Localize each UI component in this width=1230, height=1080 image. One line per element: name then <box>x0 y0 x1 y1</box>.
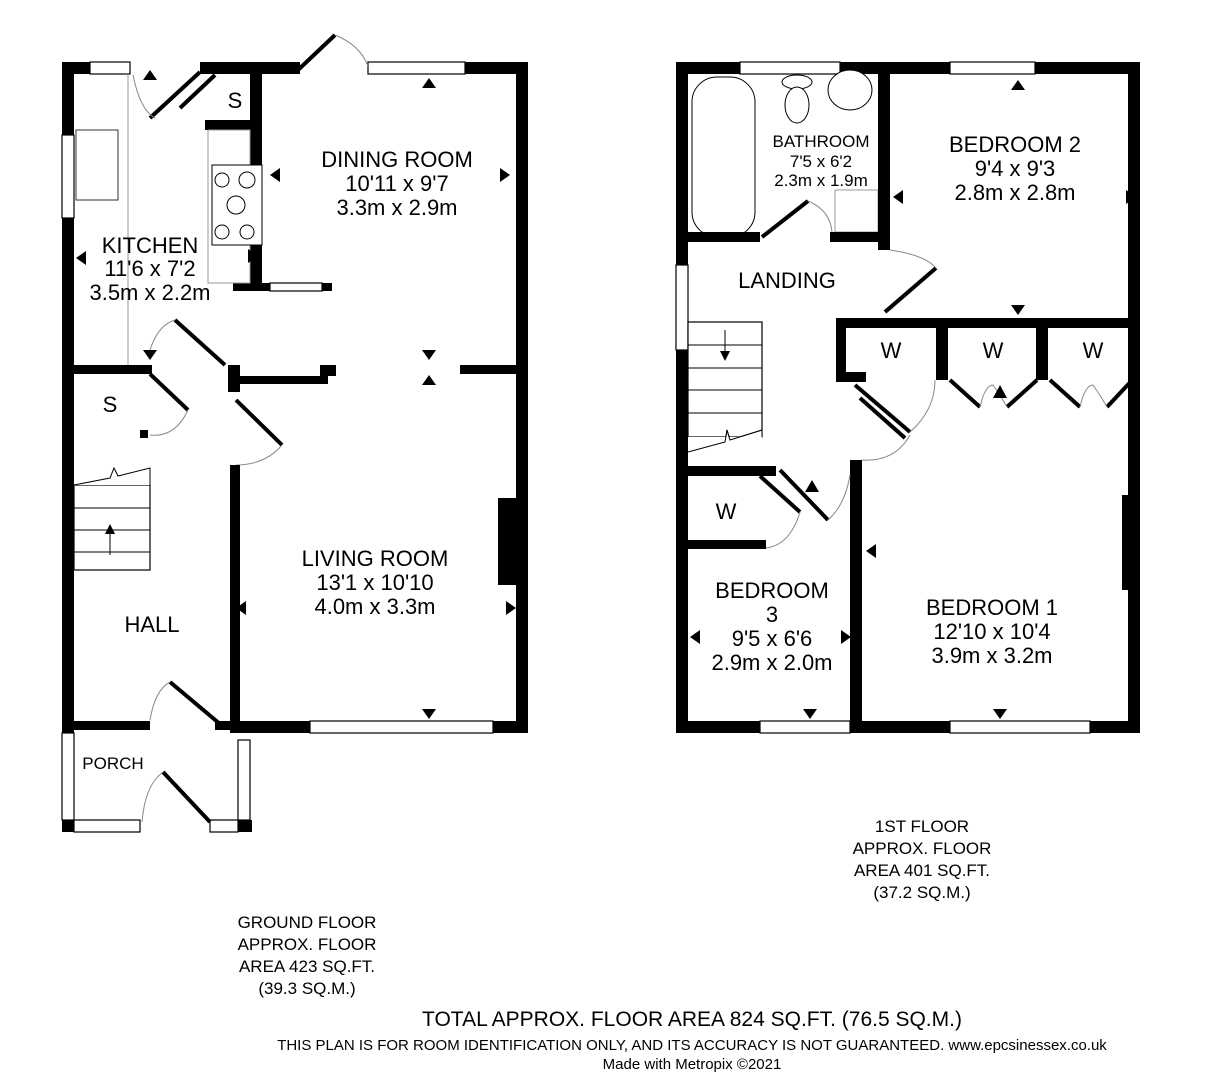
basin-icon <box>827 69 873 111</box>
room-name-line2: 3 <box>766 602 778 627</box>
room-name: LIVING ROOM <box>302 546 449 571</box>
bathtub-icon <box>691 76 756 238</box>
area-line: 1ST FLOOR <box>875 817 969 836</box>
room-bedroom-1: BEDROOM 1 12'10 x 10'4 3.9m x 3.2m <box>926 595 1058 668</box>
room-imperial: 10'11 x 9'7 <box>345 171 448 196</box>
dining-door <box>296 33 337 72</box>
chimney-breast <box>498 498 516 585</box>
room-imperial: 11'6 x 7'2 <box>104 256 195 281</box>
staircase <box>687 321 763 453</box>
kitchen-door <box>148 70 202 120</box>
total-floor-area: TOTAL APPROX. FLOOR AREA 824 SQ.FT. (76.… <box>422 1008 962 1031</box>
credit: Made with Metropix ©2021 <box>603 1056 782 1073</box>
room-metric: 3.9m x 3.2m <box>931 643 1052 668</box>
room-bedroom-2: BEDROOM 2 9'4 x 9'3 2.8m x 2.8m <box>949 132 1081 205</box>
area-line: APPROX. FLOOR <box>853 839 992 858</box>
room-landing: LANDING <box>738 268 836 293</box>
room-name: BEDROOM <box>715 578 829 603</box>
area-line: APPROX. FLOOR <box>238 935 377 954</box>
first-floor-plan <box>675 61 1140 734</box>
room-imperial: 9'4 x 9'3 <box>975 156 1056 181</box>
room-metric: 3.5m x 2.2m <box>89 280 210 305</box>
wardrobe-label: W <box>983 338 1004 363</box>
room-hall: HALL <box>124 612 179 637</box>
room-imperial: 13'1 x 10'10 <box>316 570 433 595</box>
room-name: BATHROOM <box>773 132 870 151</box>
first-floor-area-note: 1ST FLOOR APPROX. FLOOR AREA 401 SQ.FT. … <box>853 817 992 902</box>
ground-floor-area-note: GROUND FLOOR APPROX. FLOOR AREA 423 SQ.F… <box>238 913 377 998</box>
chimney-breast <box>1122 495 1140 590</box>
room-bathroom: BATHROOM 7'5 x 6'2 2.3m x 1.9m <box>773 132 870 190</box>
room-imperial: 12'10 x 10'4 <box>933 619 1050 644</box>
area-line: AREA 423 SQ.FT. <box>239 957 375 976</box>
room-porch: PORCH <box>82 754 143 773</box>
room-name: BEDROOM 1 <box>926 595 1058 620</box>
room-dining: DINING ROOM 10'11 x 9'7 3.3m x 2.9m <box>321 147 473 220</box>
staircase <box>73 466 151 571</box>
area-line: GROUND FLOOR <box>238 913 377 932</box>
window <box>89 61 131 75</box>
room-living: LIVING ROOM 13'1 x 10'10 4.0m x 3.3m <box>302 546 449 619</box>
room-name: KITCHEN <box>102 233 199 258</box>
room-imperial: 9'5 x 6'6 <box>732 626 813 651</box>
room-bedroom-3: BEDROOM 3 9'5 x 6'6 2.9m x 2.0m <box>711 578 832 675</box>
toilet-icon <box>781 74 813 124</box>
room-kitchen: KITCHEN 11'6 x 7'2 3.5m x 2.2m <box>89 233 210 305</box>
area-line: (37.2 SQ.M.) <box>873 883 970 902</box>
storage-label: S <box>228 88 243 113</box>
room-imperial: 7'5 x 6'2 <box>790 152 852 171</box>
disclaimer: THIS PLAN IS FOR ROOM IDENTIFICATION ONL… <box>277 1037 1107 1054</box>
ground-floor-plan <box>61 33 528 833</box>
wardrobe-label: W <box>716 499 737 524</box>
room-metric: 4.0m x 3.3m <box>314 594 435 619</box>
window <box>367 61 466 75</box>
sink-icon <box>75 129 119 201</box>
wardrobe-label: W <box>1083 338 1104 363</box>
area-line: AREA 401 SQ.FT. <box>854 861 990 880</box>
wardrobe-label: W <box>881 338 902 363</box>
room-name: BEDROOM 2 <box>949 132 1081 157</box>
room-metric: 2.3m x 1.9m <box>774 171 868 190</box>
window <box>61 134 75 219</box>
area-line: (39.3 SQ.M.) <box>258 979 355 998</box>
storage-label: S <box>103 392 118 417</box>
room-metric: 3.3m x 2.9m <box>336 195 457 220</box>
room-name: DINING ROOM <box>321 147 473 172</box>
room-metric: 2.9m x 2.0m <box>711 650 832 675</box>
room-metric: 2.8m x 2.8m <box>954 180 1075 205</box>
hob-icon <box>211 164 263 246</box>
